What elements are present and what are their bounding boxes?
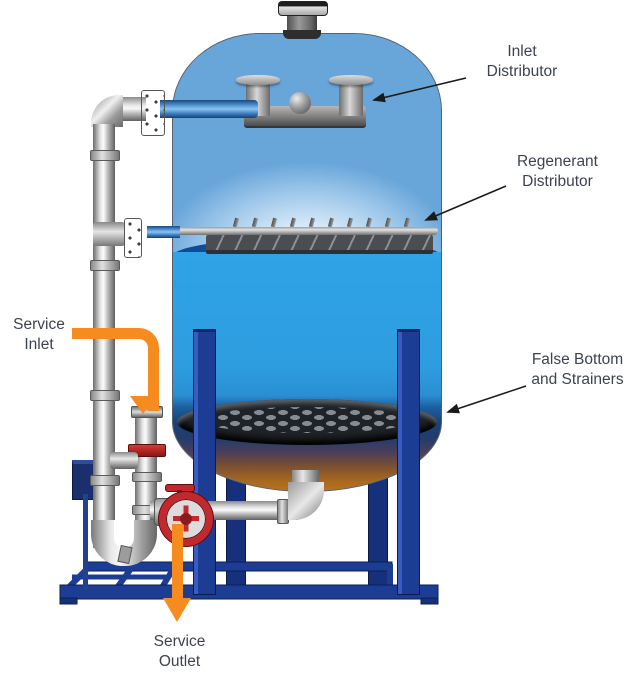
label-false-bottom: False Bottom and Strainers — [515, 350, 640, 390]
outlet-elbow — [288, 482, 324, 520]
vessel-lower-water — [173, 252, 441, 491]
label-regenerant-distributor: Regenerant Distributor — [495, 152, 620, 192]
support-leg-front-left — [194, 330, 215, 594]
label-line: Inlet — [507, 43, 537, 60]
u-bend-gap — [114, 520, 134, 548]
pipe-coupling — [90, 260, 120, 271]
valve-handwheel — [159, 492, 213, 546]
label-inlet-distributor: Inlet Distributor — [462, 42, 582, 82]
distributor-riser — [339, 84, 363, 116]
distributor-cap — [236, 75, 280, 85]
regenerant-tee — [93, 222, 125, 246]
down-arrow-icon — [130, 396, 156, 414]
manway-flare — [283, 30, 321, 39]
regenerant-lateral-pipe — [176, 227, 438, 235]
label-line: Service — [13, 316, 65, 333]
support-leg-front-right — [398, 330, 419, 594]
label-line: Service — [153, 633, 206, 650]
strainer-holes — [199, 407, 415, 433]
vessel-upper-water — [173, 34, 441, 256]
pipe-elbow — [91, 95, 123, 127]
label-line: Outlet — [158, 653, 201, 670]
label-service-inlet: Service Inlet — [0, 315, 78, 355]
service-inlet-pipe — [135, 414, 157, 526]
regenerant-feed-pipe — [147, 226, 180, 238]
service-inlet-flow-arrow — [72, 328, 159, 411]
label-line: Regenerant — [516, 153, 598, 170]
label-line: and Strainers — [531, 371, 624, 388]
down-arrow-icon — [163, 598, 191, 622]
label-line: Inlet — [24, 336, 54, 353]
pipe-jumper — [110, 452, 138, 469]
label-service-outlet: Service Outlet — [122, 632, 237, 672]
regenerant-flange — [124, 218, 142, 258]
label-line: Distributor — [522, 173, 593, 190]
pipe-coupling — [90, 150, 120, 161]
pipe-coupling — [90, 475, 120, 486]
false-bottom-plate — [177, 399, 437, 445]
wheel-hub — [180, 513, 192, 525]
label-line: Distributor — [486, 63, 558, 80]
manway-cap — [278, 1, 328, 16]
pipe-coupling — [132, 472, 162, 482]
regenerant-lateral-header — [206, 235, 433, 254]
inlet-feed-pipe — [160, 100, 258, 118]
distributor-header-pipe — [244, 106, 366, 126]
service-outlet-flow-arrow — [172, 524, 183, 600]
inlet-flange — [141, 90, 165, 136]
distributor-dome — [289, 92, 311, 114]
junction-box-post — [83, 494, 88, 590]
distributor-cap — [329, 75, 373, 85]
label-line: False Bottom — [531, 351, 624, 368]
